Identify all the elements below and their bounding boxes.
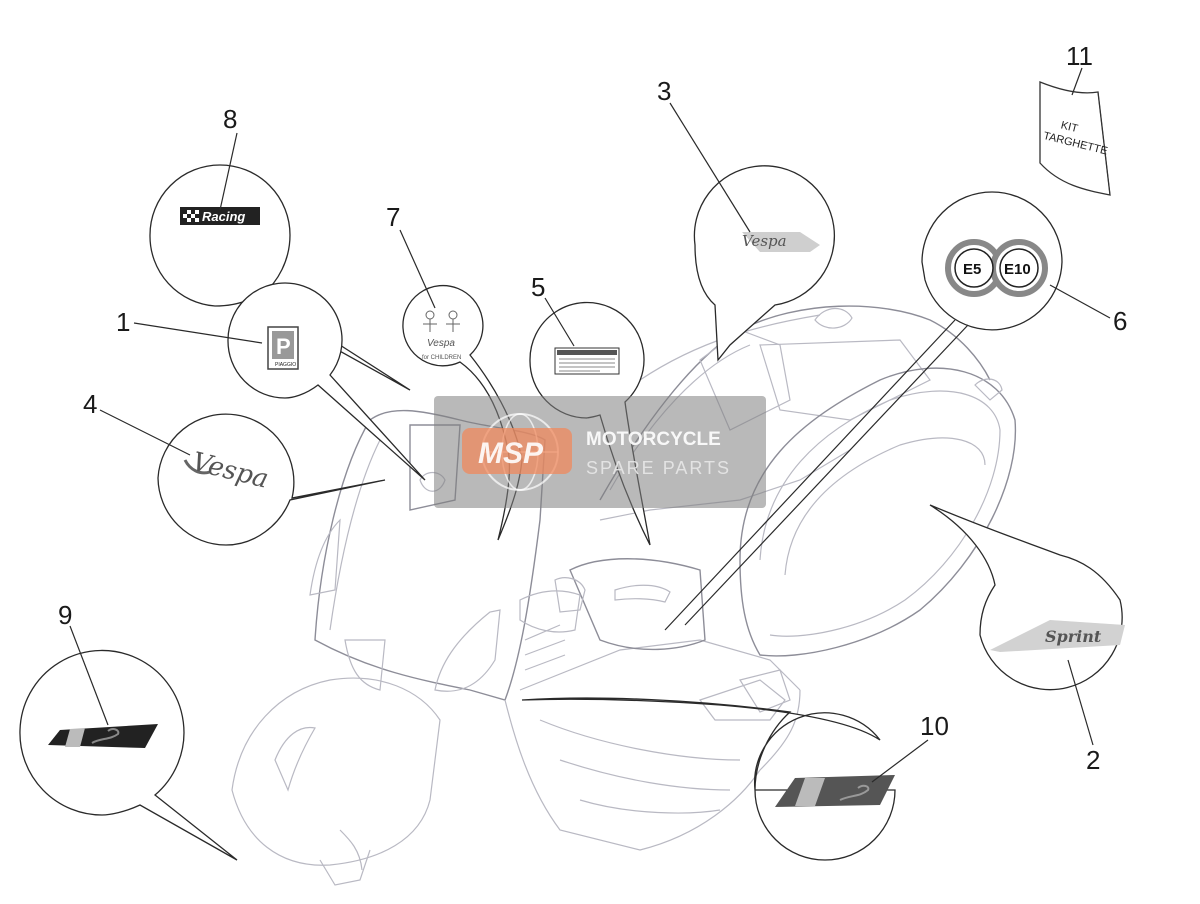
vespa-side-decal: Vespa [742, 232, 787, 250]
callout-10-bubble [521, 697, 896, 861]
leader-lines [69, 67, 1111, 783]
leader-10 [871, 739, 929, 783]
e5-label: E5 [963, 261, 981, 278]
piaggio-badge-p: P [276, 334, 291, 359]
callout-4-bubble: Vespa [157, 413, 386, 546]
callout-numbers: 8 1 4 7 5 3 6 2 9 10 11 [58, 41, 1127, 775]
callout-number-1: 1 [116, 307, 130, 337]
watermark-subtitle: SPARE PARTS [586, 458, 731, 478]
callout-number-8: 8 [223, 104, 237, 134]
callout-number-3: 3 [657, 76, 671, 106]
e10-label: E10 [1004, 261, 1031, 278]
callout-number-11: 11 [1066, 41, 1093, 71]
callout-2-bubble: Sprint [929, 504, 1125, 691]
leader-1 [133, 322, 263, 344]
callout-number-10: 10 [920, 711, 949, 741]
callout-number-5: 5 [531, 272, 545, 302]
kit-label-line1: KIT [1060, 119, 1080, 135]
for-children-text: for CHILDREN [422, 355, 461, 361]
vespa-children-script: Vespa [427, 338, 455, 349]
leader-9 [69, 625, 109, 726]
callout-number-6: 6 [1113, 306, 1127, 336]
leader-6 [1049, 284, 1111, 319]
callout-3-bubble: Vespa [693, 165, 835, 362]
watermark: MSP MOTORCYCLE SPARE PARTS [434, 396, 766, 508]
leader-11 [1071, 67, 1083, 96]
callout-8-bubble: Racing [149, 164, 411, 391]
leader-4 [99, 409, 191, 456]
callout-number-9: 9 [58, 600, 72, 630]
leader-5 [544, 297, 575, 347]
leader-2 [1067, 659, 1094, 746]
leader-7 [399, 229, 436, 309]
watermark-box [434, 396, 766, 508]
callout-1-bubble: P PIAGGIO [227, 282, 426, 481]
watermark-title: MOTORCYCLE [586, 429, 721, 450]
leader-8 [219, 132, 238, 211]
racing-decal-text: Racing [202, 209, 245, 224]
scooter-outline [231, 305, 1017, 886]
callout-number-4: 4 [83, 389, 97, 419]
watermark-logo-box [462, 428, 572, 474]
callout-9-bubble [19, 649, 238, 861]
callout-11-kit: KIT TARGHETTE [1039, 81, 1111, 196]
leader-3 [669, 102, 751, 233]
callout-number-2: 2 [1086, 745, 1100, 775]
sprint-decal: Sprint [1045, 627, 1102, 646]
piaggio-badge-text: PIAGGIO [275, 362, 296, 368]
watermark-logo: MSP [478, 437, 544, 470]
callout-number-7: 7 [386, 202, 400, 232]
callout-6-bubble: E5 E10 [664, 191, 1063, 631]
